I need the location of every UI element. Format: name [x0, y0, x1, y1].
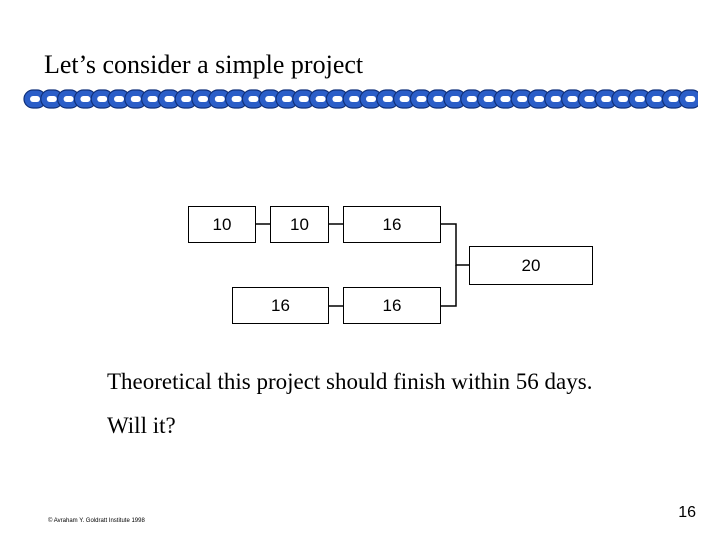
chain-link-hole	[550, 96, 561, 102]
chain-link-hole	[332, 96, 343, 102]
chain-link-hole	[248, 96, 259, 102]
chain-link-hole	[483, 96, 494, 102]
task-box-3: 16	[343, 206, 441, 243]
chain-link-hole	[366, 96, 376, 102]
chain-link-hole	[198, 96, 208, 102]
chain-link-hole	[147, 96, 158, 102]
task-box-4: 20	[469, 246, 593, 285]
task-box-2: 10	[270, 206, 329, 243]
chain-link-hole	[399, 96, 410, 102]
chain-link-hole	[668, 96, 679, 102]
chain-divider	[23, 89, 698, 109]
chain-link-hole	[534, 96, 544, 102]
task-duration: 16	[382, 214, 402, 234]
task-box-6: 16	[343, 287, 441, 324]
task-duration: 10	[212, 214, 232, 234]
task-box-5: 16	[232, 287, 329, 324]
chain-link-hole	[500, 96, 511, 102]
task-duration: 20	[521, 255, 541, 275]
chain-link-hole	[164, 96, 175, 102]
task-box-1: 10	[188, 206, 256, 243]
chain-link-hole	[433, 96, 444, 102]
chain-link-hole	[567, 96, 578, 102]
connector-c-to-merge	[441, 223, 469, 266]
chain-link-hole	[298, 96, 309, 102]
chain-link-hole	[450, 96, 460, 102]
chain-link-hole	[315, 96, 326, 102]
page-number: 16	[678, 504, 696, 521]
chain-link-hole	[265, 96, 276, 102]
task-duration: 16	[271, 295, 290, 315]
chain-link-hole	[114, 96, 124, 102]
copyright-footer: © Avraham Y. Goldratt Institute 1998	[48, 518, 145, 524]
chain-link-hole	[416, 96, 427, 102]
connector-f-to-merge	[441, 265, 457, 307]
chain-link-hole	[685, 96, 696, 102]
chain-link-hole	[80, 96, 91, 102]
chain-link-hole	[517, 96, 528, 102]
chain-link-hole	[584, 96, 595, 102]
chain-link-hole	[349, 96, 360, 102]
task-duration: 10	[290, 214, 309, 234]
chain-link-hole	[46, 96, 57, 102]
chain-link-hole	[282, 96, 292, 102]
chain-link-hole	[97, 96, 108, 102]
body-text-line2: Will it?	[107, 413, 176, 438]
task-duration: 16	[382, 295, 402, 315]
chain-link-hole	[181, 96, 192, 102]
chain-link-hole	[382, 96, 393, 102]
chain-link-hole	[651, 96, 662, 102]
chain-link-hole	[130, 96, 141, 102]
chain-link-hole	[63, 96, 74, 102]
body-text-line1: Theoretical this project should finish w…	[107, 369, 593, 394]
chain-link-hole	[618, 96, 628, 102]
chain-link-hole	[466, 96, 477, 102]
slide-title: Let’s consider a simple project	[44, 50, 364, 79]
chain-link-hole	[601, 96, 612, 102]
chain-link-hole	[214, 96, 225, 102]
chain-link-hole	[634, 96, 645, 102]
chain-link-hole	[231, 96, 242, 102]
chain-link-hole	[30, 96, 40, 102]
